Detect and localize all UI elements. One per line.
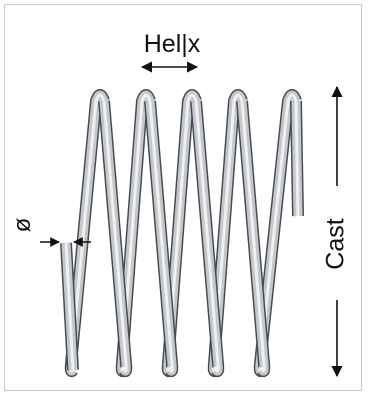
length-label: Cast (322, 218, 350, 269)
coil-front-strand (98, 100, 133, 378)
coil-front-strands (98, 100, 304, 378)
coil-back-strand (161, 89, 202, 378)
coil-tail-right (290, 100, 304, 217)
diameter-label: ø (9, 217, 36, 232)
coil-front-strand (190, 100, 225, 378)
pitch-label: Hel|x (144, 30, 201, 58)
coil-front-strand (236, 100, 271, 378)
coil-back-strand (115, 89, 156, 378)
coil-back-strand (253, 89, 302, 378)
coil-back-strand (64, 89, 110, 378)
coil-back-strand (207, 89, 248, 378)
coil-back-strands (60, 89, 302, 378)
coil-front-strand (144, 100, 179, 378)
coil-tail-left (60, 242, 79, 371)
